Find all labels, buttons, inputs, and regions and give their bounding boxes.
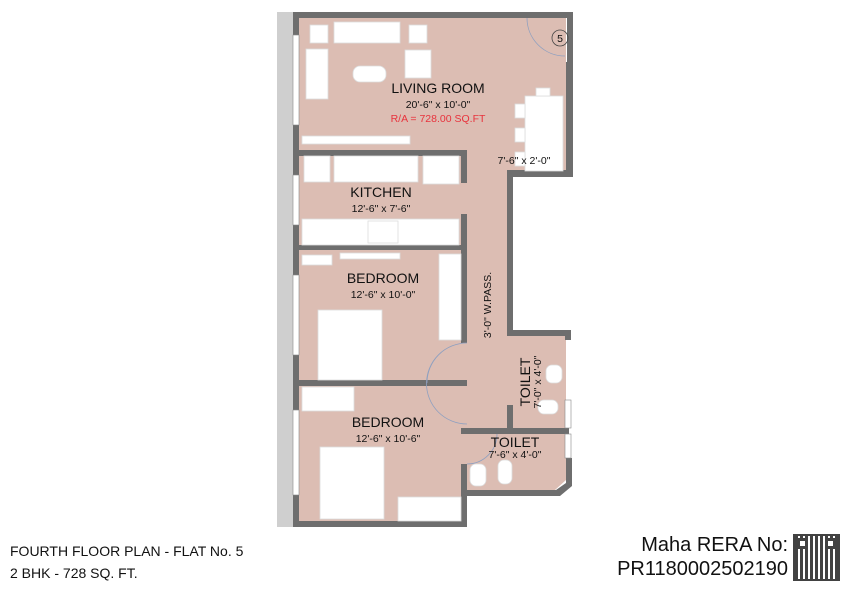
windows (292, 34, 572, 496)
room-name-kitchen: KITCHEN (350, 184, 411, 200)
walls (293, 12, 573, 527)
wardrobe (438, 253, 462, 341)
room-name-toilet-2: TOILET (491, 434, 540, 450)
room-name-living: LIVING ROOM (391, 80, 484, 96)
room-size-kitchen: 12'-6" x 7'-6" (352, 203, 411, 215)
wardrobe (301, 386, 355, 412)
rera-area: R/A = 728.00 SQ.FT (391, 113, 486, 125)
room-size-toilet-2: 7'-6" x 4'-0" (489, 449, 542, 461)
room-size-bedroom-2: 12'-6" x 10'-6" (356, 433, 421, 445)
sofa (333, 21, 401, 44)
sofa-side (305, 48, 329, 100)
room-name-toilet-1: TOILET (517, 357, 533, 406)
dining-table (524, 95, 564, 172)
furniture (301, 21, 564, 522)
dining-size: 7'-6" x 2'-0" (498, 155, 551, 167)
qr-code (793, 534, 840, 581)
rera-label: Maha RERA No: (641, 534, 788, 556)
coffee-table (352, 65, 387, 83)
wardrobe (397, 496, 462, 522)
rera-number: PR1180002502190 (617, 558, 788, 580)
rera-info: Maha RERA No: PR1180002502190 (617, 533, 788, 581)
room-size-toilet-1: 7'-0" x 4'-0" (532, 355, 544, 408)
tv-unit (301, 135, 411, 145)
bed (319, 446, 385, 520)
plan-caption: FOURTH FLOOR PLAN - FLAT No. 5 2 BHK - 7… (10, 540, 243, 584)
plan-subtitle: 2 BHK - 728 SQ. FT. (10, 565, 138, 581)
room-size-living: 20'-6" x 10'-0" (406, 99, 471, 111)
door-swings (426, 17, 566, 465)
plan-title: FOURTH FLOOR PLAN - FLAT No. 5 (10, 543, 244, 559)
passage-label: 3'-0" W.PASS. (482, 272, 494, 338)
room-name-bedroom-2: BEDROOM (352, 414, 424, 430)
armchair (309, 24, 329, 44)
room-name-bedroom-1: BEDROOM (347, 270, 419, 286)
unit-number-badge (551, 29, 569, 47)
unit-number: 5 (557, 33, 563, 45)
bed (317, 309, 383, 381)
stove (367, 220, 399, 244)
room-size-bedroom-1: 12'-6" x 10'-0" (351, 289, 416, 301)
balcony-strip (277, 12, 293, 527)
